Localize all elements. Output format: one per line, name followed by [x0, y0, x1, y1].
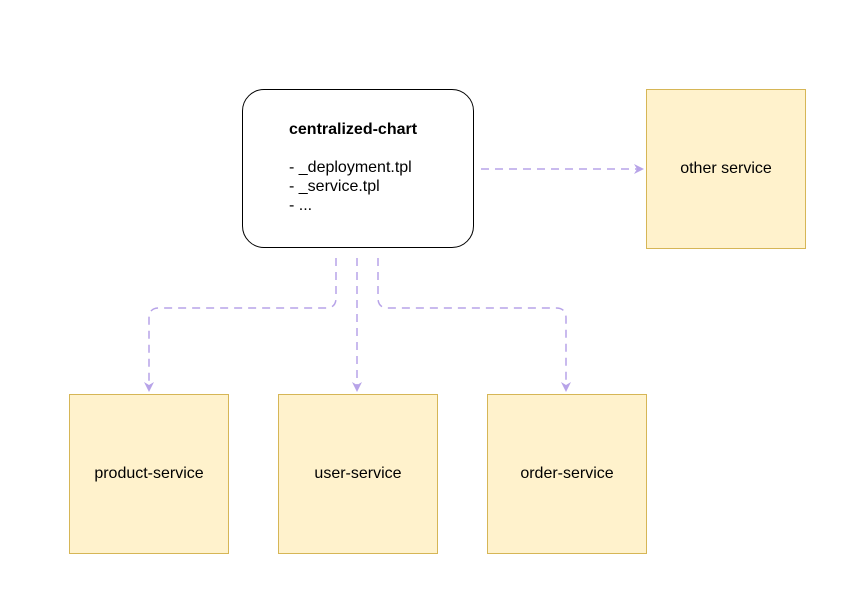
order-service-label: order-service	[520, 465, 614, 482]
user-service-node: user-service	[278, 394, 438, 554]
centralized-chart-node: centralized-chart - _deployment.tpl - _s…	[242, 89, 474, 248]
chart-item-service-tpl: - _service.tpl	[289, 178, 380, 195]
connector-to-order-service	[377, 258, 571, 392]
chart-item-ellipsis: - ...	[289, 197, 313, 214]
other-service-node: other service	[646, 89, 806, 249]
product-service-label: product-service	[94, 465, 204, 482]
connector-to-product-service	[144, 258, 337, 392]
product-service-node: product-service	[69, 394, 229, 554]
user-service-label: user-service	[314, 465, 402, 482]
chart-item-deployment-tpl: - _deployment.tpl	[289, 159, 412, 176]
centralized-chart-title: centralized-chart	[289, 121, 418, 138]
order-service-node: order-service	[487, 394, 647, 554]
other-service-label: other service	[680, 160, 772, 177]
